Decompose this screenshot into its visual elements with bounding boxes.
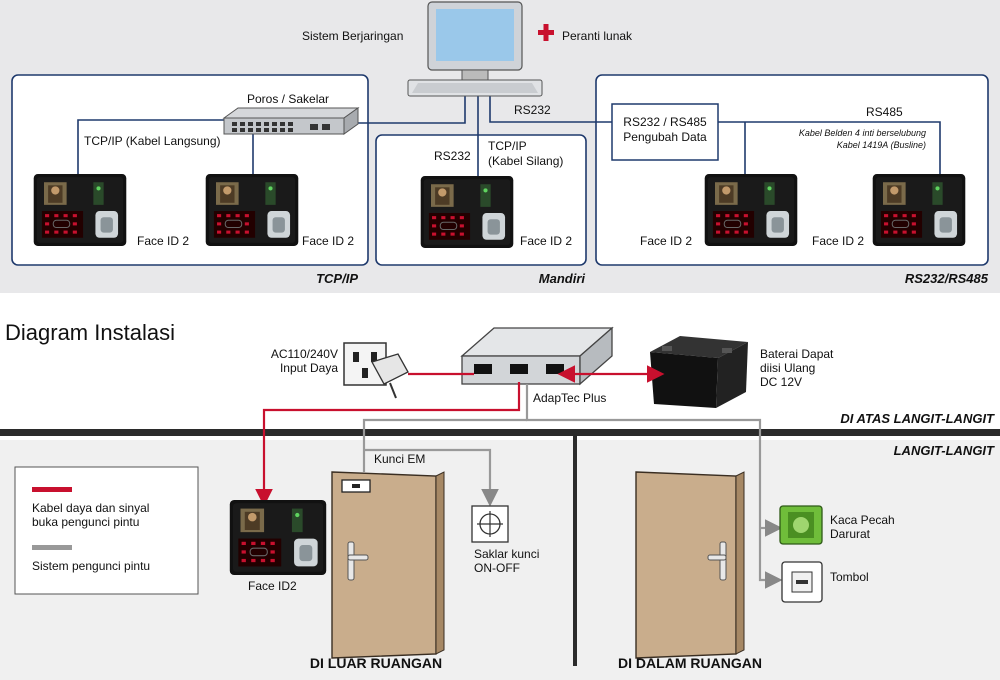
adaptec-controller-icon bbox=[460, 326, 614, 386]
gray-cable-main bbox=[525, 384, 762, 528]
break-glass-label-2: Darurat bbox=[830, 527, 871, 541]
power-label-2: Input Daya bbox=[280, 361, 338, 375]
battery-icon bbox=[650, 336, 748, 408]
cable-switch-device1 bbox=[77, 119, 240, 174]
gray-cable-button bbox=[758, 528, 783, 589]
face-id-device-3 bbox=[420, 176, 514, 248]
break-glass-icon bbox=[779, 505, 823, 545]
rs232-top-label: RS232 bbox=[514, 103, 551, 117]
plus-icon bbox=[538, 24, 554, 41]
key-switch-label-1: Saklar kunci bbox=[474, 547, 539, 561]
door-handle-inside-icon bbox=[707, 541, 727, 581]
break-glass-label-1: Kaca Pecah bbox=[830, 513, 895, 527]
section-tcpip: TCP/IP bbox=[316, 271, 358, 286]
converter-label-1: RS232 / RS485 bbox=[623, 115, 707, 129]
section-mandiri: Mandiri bbox=[539, 271, 586, 286]
plug-icon bbox=[371, 353, 409, 399]
tcp-cross-label-1: TCP/IP bbox=[488, 139, 527, 153]
cable-note-1: Kabel Belden 4 inti berselubung bbox=[799, 128, 926, 138]
gray-cable-key-switch bbox=[364, 448, 499, 507]
rs232-left-label: RS232 bbox=[434, 149, 471, 163]
tcp-cross-label-2: (Kabel Silang) bbox=[488, 154, 563, 168]
power-label-1: AC110/240V bbox=[271, 347, 338, 361]
legend-swatch-gray bbox=[32, 545, 72, 550]
cable-pc-converter bbox=[489, 96, 612, 123]
face-id-device-5 bbox=[872, 174, 966, 246]
wall-divider bbox=[573, 436, 577, 666]
switch-label: Poros / Sakelar bbox=[247, 92, 329, 106]
converter-box bbox=[611, 103, 719, 161]
exit-button-icon bbox=[781, 561, 823, 603]
button-label: Tombol bbox=[830, 570, 869, 584]
legend-swatch-red bbox=[32, 487, 72, 492]
key-switch-icon bbox=[471, 505, 509, 543]
inside-room-label: DI DALAM RUANGAN bbox=[618, 655, 762, 671]
install-title: Diagram Instalasi bbox=[5, 320, 175, 345]
power-outlet-icon bbox=[343, 342, 387, 386]
computer-icon bbox=[407, 1, 543, 97]
outside-room-label: DI LUAR RUANGAN bbox=[310, 655, 442, 671]
section-rs232-rs485: RS232/RS485 bbox=[905, 271, 989, 286]
em-lock-icon bbox=[341, 479, 371, 493]
ceiling-bar bbox=[0, 429, 1000, 436]
software-label: Peranti lunak bbox=[562, 29, 633, 43]
door-handle-outside-icon bbox=[347, 541, 369, 581]
gray-cable-em-lock bbox=[362, 418, 527, 472]
battery-label-2: diisi Ulang bbox=[760, 361, 815, 375]
door-outside bbox=[331, 471, 445, 659]
face-id-device-1 bbox=[33, 174, 127, 246]
face-id2-device bbox=[229, 500, 327, 575]
cable-switch-pc bbox=[350, 96, 466, 124]
face-id2-label: Face ID2 bbox=[248, 579, 297, 593]
computer-label: Sistem Berjaringan bbox=[302, 29, 403, 43]
legend-box bbox=[14, 466, 199, 595]
door-inside bbox=[635, 471, 745, 659]
device-label-2: Face ID 2 bbox=[302, 234, 354, 248]
key-switch-label-2: ON-OFF bbox=[474, 561, 520, 575]
device-label-3: Face ID 2 bbox=[520, 234, 572, 248]
battery-label-1: Baterai Dapat bbox=[760, 347, 834, 361]
red-cable-device bbox=[255, 382, 521, 507]
legend-label-2: Sistem pengunci pintu bbox=[32, 559, 150, 573]
em-lock-label: Kunci EM bbox=[374, 452, 425, 466]
rs485-label: RS485 bbox=[866, 105, 903, 119]
legend-label-1a: Kabel daya dan sinyal bbox=[32, 501, 149, 515]
switch-icon bbox=[222, 107, 360, 135]
device-label-1: Face ID 2 bbox=[137, 234, 189, 248]
battery-label-3: DC 12V bbox=[760, 375, 802, 389]
above-ceiling-label: DI ATAS LANGIT-LANGIT bbox=[840, 411, 995, 426]
tcp-direct-label: TCP/IP (Kabel Langsung) bbox=[84, 134, 221, 148]
device-label-5: Face ID 2 bbox=[812, 234, 864, 248]
controller-label: AdapTec Plus bbox=[533, 391, 606, 405]
face-id-device-2 bbox=[205, 174, 299, 246]
face-id-device-4 bbox=[704, 174, 798, 246]
legend-label-1b: buka pengunci pintu bbox=[32, 515, 139, 529]
cable-converter-bus bbox=[718, 121, 941, 176]
ceiling-label: LANGIT-LANGIT bbox=[894, 443, 995, 458]
cable-note-2: Kabel 1419A (Busline) bbox=[837, 140, 926, 150]
converter-label-2: Pengubah Data bbox=[623, 130, 707, 144]
device-label-4: Face ID 2 bbox=[640, 234, 692, 248]
